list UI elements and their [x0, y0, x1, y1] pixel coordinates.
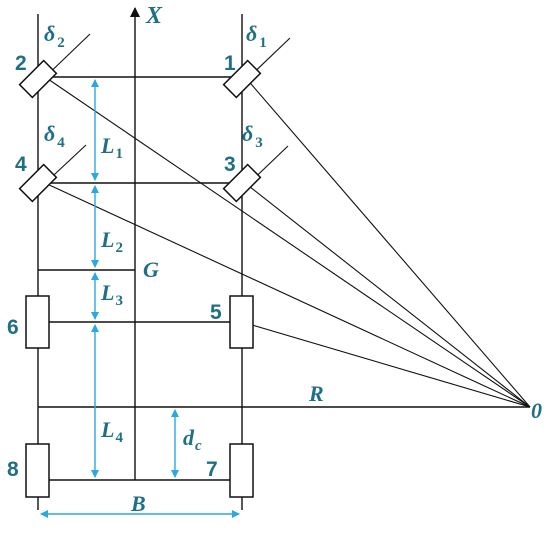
wheel-1-label: 1 [224, 52, 236, 75]
ray-wheel-1 [244, 76, 531, 408]
dim-L3-label: L3 [100, 280, 123, 309]
wheel-1 [222, 59, 262, 99]
wheel-3-label: 3 [224, 153, 236, 176]
dim-dc-label: dc [183, 425, 202, 454]
wheel-2 [18, 59, 58, 99]
cg-label: G [143, 257, 159, 282]
wheel-5-label: 5 [210, 301, 222, 324]
dim-L2-label: L2 [100, 227, 123, 256]
dim-L1-label: L1 [100, 133, 123, 162]
wheel-7-label: 7 [206, 458, 218, 481]
wheel-3 [222, 163, 262, 203]
wheel-7 [229, 443, 254, 498]
ray-wheel-2 [44, 76, 531, 408]
wheel-5 [229, 295, 254, 349]
dim-L4-label: L4 [100, 417, 123, 446]
turning-radius-label: R [308, 381, 324, 406]
wheel-4 [18, 163, 58, 203]
wheel-8-label: 8 [7, 458, 19, 481]
wheel-6 [25, 295, 50, 349]
wheel-4-label: 4 [15, 153, 27, 176]
wheel-2-label: 2 [15, 52, 27, 75]
ray-wheel-3 [244, 182, 531, 408]
turning-center-label: 0 [531, 398, 542, 423]
dim-B-label: B [130, 491, 146, 516]
x-axis-label: X [145, 3, 163, 29]
wheel-8 [25, 443, 50, 498]
ray-wheel-4 [44, 182, 531, 408]
ray-wheel-5 [241, 321, 531, 408]
wheel-6-label: 6 [7, 316, 19, 339]
